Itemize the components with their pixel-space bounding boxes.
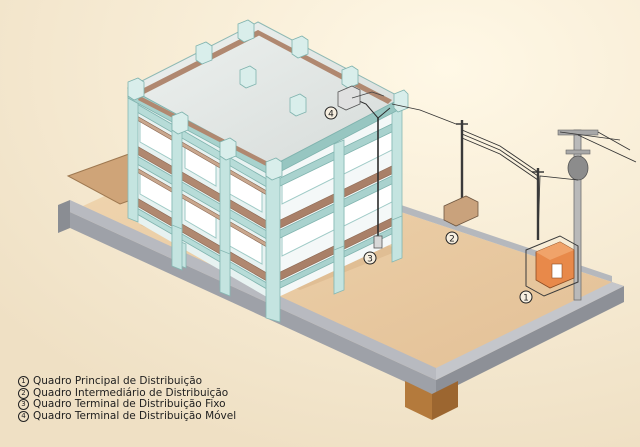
legend-item-mobile-board: 4 Quadro Terminal de Distribuição Móvel bbox=[18, 411, 236, 423]
marker-2: 2 bbox=[446, 232, 458, 245]
legend-item-main-board: 1 Quadro Principal de Distribuição bbox=[18, 376, 236, 388]
transformer-icon bbox=[568, 156, 588, 180]
marker-1: 1 bbox=[520, 291, 532, 304]
svg-text:3: 3 bbox=[367, 255, 373, 265]
legend: 1 Quadro Principal de Distribuição 2 Qua… bbox=[18, 376, 236, 422]
legend-number: 2 bbox=[18, 388, 29, 399]
svg-text:2: 2 bbox=[449, 235, 455, 245]
svg-text:1: 1 bbox=[523, 294, 529, 304]
legend-number: 4 bbox=[18, 411, 29, 422]
legend-text: Quadro Principal de Distribuição bbox=[33, 376, 202, 388]
fixed-distribution-board bbox=[374, 236, 382, 248]
marker-3: 3 bbox=[364, 252, 376, 265]
legend-text: Quadro Terminal de Distribuição Móvel bbox=[33, 411, 236, 423]
svg-text:4: 4 bbox=[328, 110, 334, 120]
legend-number: 3 bbox=[18, 399, 29, 410]
marker-4: 4 bbox=[325, 107, 337, 120]
legend-number: 1 bbox=[18, 376, 29, 387]
